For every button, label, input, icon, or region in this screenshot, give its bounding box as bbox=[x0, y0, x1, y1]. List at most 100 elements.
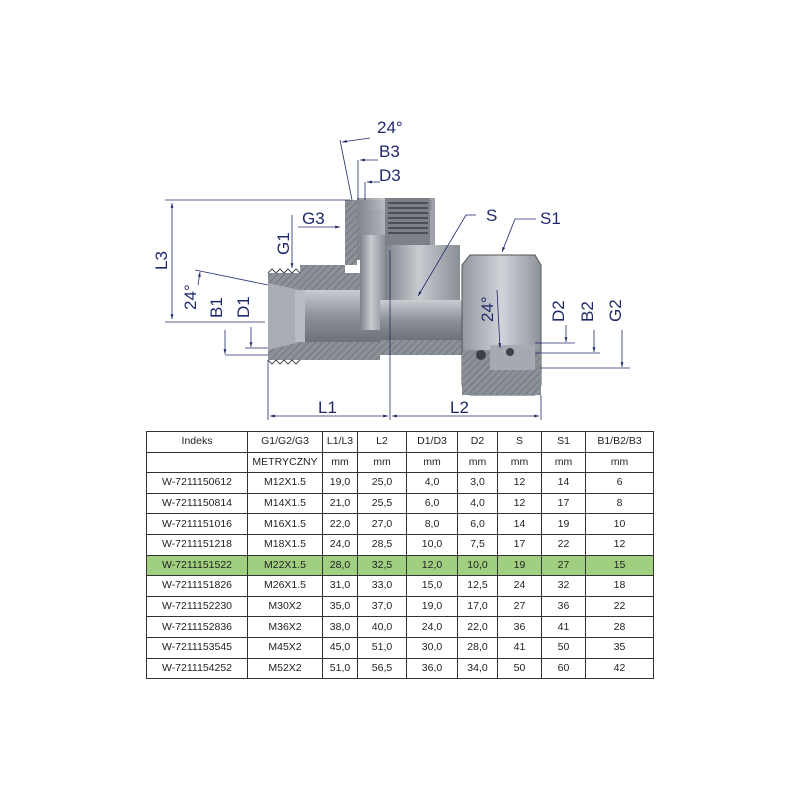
value-cell: 32 bbox=[541, 575, 586, 597]
label-l3: L3 bbox=[152, 251, 171, 270]
value-cell: 56,5 bbox=[357, 657, 407, 680]
value-cell: 30,0 bbox=[406, 636, 458, 659]
value-cell: 27 bbox=[497, 595, 542, 618]
dimension-lines bbox=[165, 137, 630, 420]
index-cell: W-7211152230 bbox=[146, 595, 248, 618]
value-cell: 6,0 bbox=[406, 492, 458, 515]
value-cell: 19,0 bbox=[406, 595, 458, 618]
header-cell: D1/D3 bbox=[406, 431, 458, 453]
value-cell: 28,0 bbox=[322, 554, 358, 577]
value-cell: 14 bbox=[541, 472, 586, 494]
value-cell: 12,0 bbox=[406, 554, 458, 577]
value-cell: M18X1.5 bbox=[247, 533, 323, 556]
header-cell: S bbox=[497, 431, 542, 453]
value-cell: M22X1.5 bbox=[247, 554, 323, 577]
header-cell: S1 bbox=[541, 431, 586, 453]
label-d1: D1 bbox=[234, 296, 253, 318]
label-l1: L1 bbox=[318, 398, 337, 417]
label-b2: B2 bbox=[578, 301, 597, 322]
value-cell: 22 bbox=[541, 533, 586, 556]
value-cell: 10,0 bbox=[406, 533, 458, 556]
value-cell: 12,5 bbox=[457, 575, 498, 597]
value-cell: 35,0 bbox=[322, 595, 358, 618]
value-cell: 51,0 bbox=[357, 636, 407, 659]
value-cell: 19,0 bbox=[322, 472, 358, 494]
value-cell: 4,0 bbox=[457, 492, 498, 515]
value-cell: M16X1.5 bbox=[247, 513, 323, 535]
value-cell: 42 bbox=[585, 657, 654, 680]
fitting-body bbox=[267, 198, 542, 396]
tee-fitting-technical-drawing: 24° B3 D3 G3 G1 L3 24° B1 D1 S S1 24° D2… bbox=[152, 118, 630, 420]
value-cell: 31,0 bbox=[322, 575, 358, 597]
value-cell: 24 bbox=[497, 575, 542, 597]
index-cell: W-7211151218 bbox=[146, 533, 248, 556]
header-cell: Indeks bbox=[146, 431, 248, 453]
value-cell: 45,0 bbox=[322, 636, 358, 659]
value-cell: 6,0 bbox=[457, 513, 498, 535]
value-cell: 19 bbox=[497, 554, 542, 577]
value-cell: M30X2 bbox=[247, 595, 323, 618]
value-cell: 22 bbox=[585, 595, 654, 618]
unit-cell: mm bbox=[541, 451, 586, 474]
value-cell: 3,0 bbox=[457, 472, 498, 494]
value-cell: 37,0 bbox=[357, 595, 407, 618]
header-cell: B1/B2/B3 bbox=[585, 431, 654, 453]
value-cell: 50 bbox=[541, 636, 586, 659]
index-cell: W-7211153545 bbox=[146, 636, 248, 659]
value-cell: 6 bbox=[585, 472, 654, 494]
value-cell: 12 bbox=[585, 533, 654, 556]
value-cell: 41 bbox=[541, 616, 586, 638]
unit-cell: mm bbox=[322, 451, 358, 474]
header-cell: G1/G2/G3 bbox=[247, 431, 323, 453]
dimensions-table: Indeks G1/G2/G3 L1/L3 L2 D1/D3 D2 S S1 B… bbox=[146, 431, 654, 680]
value-cell: 41 bbox=[497, 636, 542, 659]
index-cell: W-7211152836 bbox=[146, 616, 248, 638]
unit-cell: mm bbox=[457, 451, 498, 474]
value-cell: M26X1.5 bbox=[247, 575, 323, 597]
value-cell: 10,0 bbox=[457, 554, 498, 577]
value-cell: M12X1.5 bbox=[247, 472, 323, 494]
value-cell: 35 bbox=[585, 636, 654, 659]
value-cell: 32,5 bbox=[357, 554, 407, 577]
value-cell: 15 bbox=[585, 554, 654, 577]
value-cell: M36X2 bbox=[247, 616, 323, 638]
value-cell: 36,0 bbox=[406, 657, 458, 680]
label-d2: D2 bbox=[549, 300, 568, 322]
index-cell: W-7211154252 bbox=[146, 657, 248, 680]
index-cell: W-7211151522 bbox=[146, 554, 248, 577]
value-cell: 51,0 bbox=[322, 657, 358, 680]
value-cell: 28,5 bbox=[357, 533, 407, 556]
value-cell: 4,0 bbox=[406, 472, 458, 494]
index-cell: W-7211151016 bbox=[146, 513, 248, 535]
label-angle-right: 24° bbox=[478, 296, 497, 322]
label-l2: L2 bbox=[450, 398, 469, 417]
label-b1: B1 bbox=[207, 297, 226, 318]
unit-cell: mm bbox=[357, 451, 407, 474]
index-cell: W-7211150612 bbox=[146, 472, 248, 494]
table-header-row: Indeks G1/G2/G3 L1/L3 L2 D1/D3 D2 S S1 B… bbox=[146, 431, 654, 453]
value-cell: 27,0 bbox=[357, 513, 407, 535]
value-cell: 17 bbox=[541, 492, 586, 515]
label-s1: S1 bbox=[540, 209, 561, 228]
value-cell: 28 bbox=[585, 616, 654, 638]
value-cell: 14 bbox=[497, 513, 542, 535]
label-angle-left: 24° bbox=[181, 284, 200, 310]
label-s: S bbox=[486, 206, 497, 225]
value-cell: 36 bbox=[497, 616, 542, 638]
value-cell: 28,0 bbox=[457, 636, 498, 659]
value-cell: 8 bbox=[585, 492, 654, 515]
table-units-row: METRYCZNY mm mm mm mm mm mm mm bbox=[146, 451, 654, 474]
label-angle-top: 24° bbox=[377, 118, 403, 137]
value-cell: 25,5 bbox=[357, 492, 407, 515]
value-cell: 36 bbox=[541, 595, 586, 618]
value-cell: 12 bbox=[497, 492, 542, 515]
value-cell: 22,0 bbox=[457, 616, 498, 638]
